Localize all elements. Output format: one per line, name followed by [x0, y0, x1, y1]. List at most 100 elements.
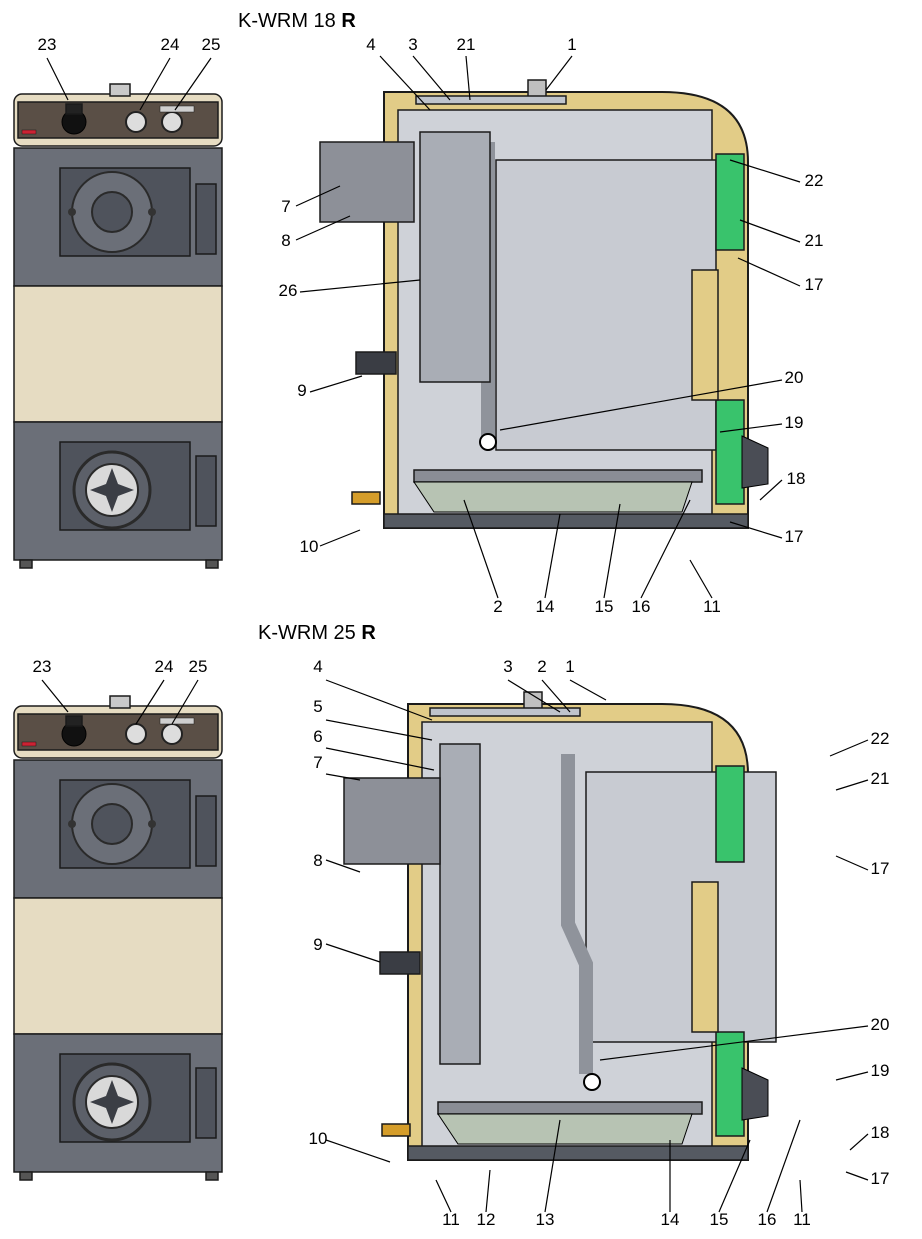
grate	[413, 469, 703, 483]
leader-line	[46, 57, 69, 101]
indicator-light	[21, 741, 37, 747]
pressure-gauge	[161, 111, 183, 133]
return-pipe	[379, 951, 421, 975]
title-k-wrm-18: K-WRM 18 R	[238, 10, 356, 33]
front-view	[13, 83, 223, 569]
leader-line	[835, 779, 869, 791]
leader-line	[544, 513, 561, 599]
leader-line	[379, 55, 431, 111]
water-pipe	[561, 754, 593, 1074]
leader-line	[719, 423, 783, 433]
middle-door	[691, 269, 719, 401]
drain-valve	[351, 491, 381, 505]
leader-line	[139, 57, 171, 111]
callout-number: 17	[871, 859, 890, 878]
pressure-gauge	[161, 723, 183, 745]
fuel-chamber	[495, 159, 717, 451]
callout-number: 6	[313, 727, 322, 746]
top-valve	[415, 95, 567, 105]
callout-number: 7	[313, 753, 322, 772]
leader-line	[325, 1139, 391, 1163]
callout-number: 23	[33, 657, 52, 676]
title-model: K-WRM 18	[238, 10, 336, 32]
upper-door-seal	[715, 765, 745, 863]
callout-number: 1	[567, 35, 576, 54]
flue-passage	[439, 743, 481, 1065]
foot	[19, 559, 33, 569]
leader-line	[799, 1179, 803, 1213]
thermometer-gauge	[125, 723, 147, 745]
leader-line	[759, 479, 783, 501]
leader-line	[603, 503, 621, 599]
callout-number: 11	[442, 1210, 460, 1229]
fuel-chamber	[585, 771, 777, 1043]
callout-number: 19	[785, 413, 804, 432]
lower-door-seal	[715, 399, 745, 505]
leader-line	[41, 679, 69, 713]
foot	[205, 559, 219, 569]
callout-number: 4	[366, 35, 375, 54]
leader-lines	[41, 679, 869, 1213]
leader-line	[507, 679, 561, 713]
callout-number: 3	[408, 35, 417, 54]
title-suffix: R	[361, 622, 376, 644]
flue-passage	[419, 131, 491, 383]
callout-number: 17	[805, 275, 824, 294]
callout-number: 13	[536, 1210, 555, 1229]
callout-number: 10	[309, 1129, 328, 1148]
callout-number: 14	[536, 597, 555, 616]
leader-line	[835, 1071, 869, 1081]
lower-door-seal	[715, 1031, 745, 1137]
gauge-label-plate	[159, 717, 195, 725]
callout-number: 11	[793, 1210, 811, 1229]
middle-panel	[13, 897, 223, 1035]
leader-line	[412, 55, 451, 101]
foot	[205, 1171, 219, 1181]
leader-line	[541, 679, 571, 713]
callout-number: 3	[503, 657, 512, 676]
title-suffix: R	[341, 10, 356, 32]
leader-line	[737, 257, 801, 287]
flue-stub-top	[109, 695, 131, 709]
lower-door-handle	[195, 455, 217, 527]
callout-number: 15	[710, 1210, 729, 1229]
callout-number: 2	[537, 657, 546, 676]
callout-number: 26	[279, 281, 298, 300]
bolt	[68, 820, 76, 828]
air-damper	[741, 1067, 769, 1121]
leader-line	[463, 499, 499, 599]
return-pipe	[355, 351, 397, 375]
upper-door-handle	[195, 183, 217, 255]
leader-line	[766, 1119, 801, 1213]
upper-door-center	[91, 803, 133, 845]
leader-line	[174, 57, 212, 111]
leader-line	[299, 279, 421, 293]
middle-panel	[13, 285, 223, 423]
air-damper	[741, 435, 769, 489]
callout-number: 16	[758, 1210, 777, 1229]
flue-stub-top	[109, 83, 131, 97]
callout-number: 17	[871, 1169, 890, 1188]
leader-line	[465, 55, 471, 101]
callout-number: 10	[300, 537, 319, 556]
callout-number: 22	[871, 729, 890, 748]
callout-number: 17	[785, 527, 804, 546]
callout-number: 18	[871, 1123, 890, 1142]
leader-line	[171, 679, 199, 725]
callout-number: 21	[871, 769, 890, 788]
upper-door-center	[91, 191, 133, 233]
leader-line	[599, 1025, 869, 1061]
drain-valve	[381, 1123, 411, 1137]
leader-line	[718, 1139, 751, 1213]
leader-line	[325, 679, 433, 721]
rosette-star	[90, 1080, 134, 1124]
title-model: K-WRM 25	[258, 622, 356, 644]
leader-line	[295, 215, 351, 241]
flue-outlet	[319, 141, 415, 223]
callout-number: 20	[871, 1015, 890, 1034]
callout-number: 25	[202, 35, 221, 54]
leader-line	[325, 943, 381, 963]
